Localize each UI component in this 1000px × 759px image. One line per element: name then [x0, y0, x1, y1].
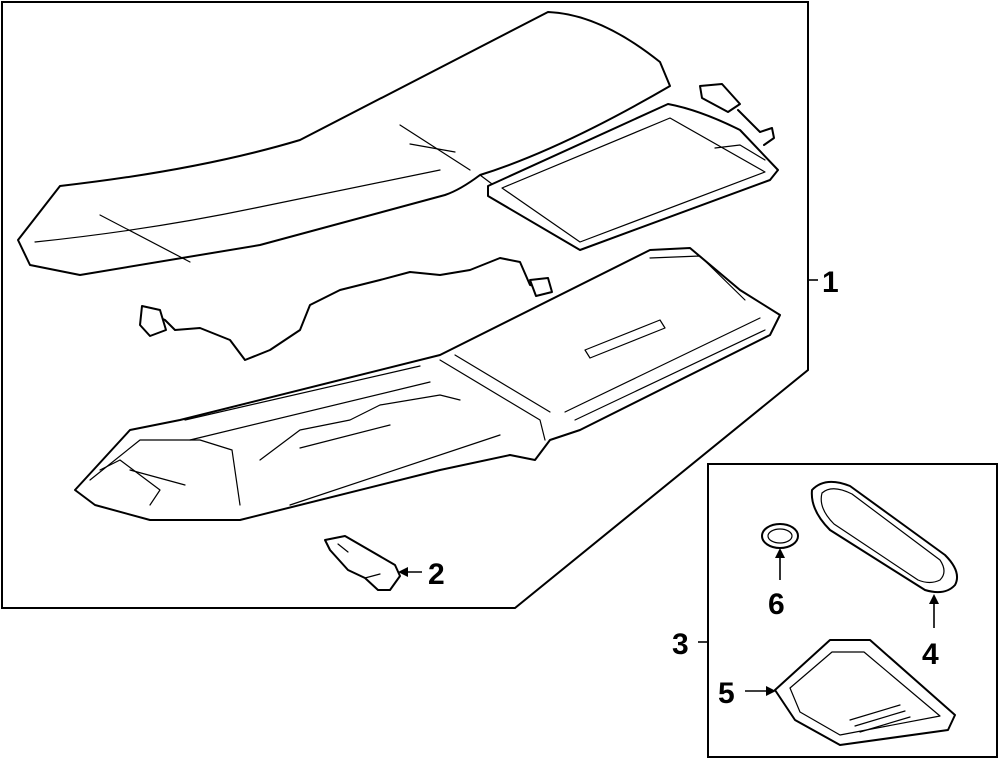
- lens-panel: [487, 103, 779, 251]
- callout-3: 3: [672, 628, 689, 661]
- callout-5: 5: [718, 677, 735, 710]
- subassembly-box: [707, 463, 998, 758]
- assembly-frame: [1, 1, 809, 609]
- harness-connector-right: [529, 277, 553, 297]
- arrowhead-2: [398, 567, 408, 577]
- lens-plate: [774, 639, 956, 746]
- callout-4: 4: [922, 638, 939, 671]
- connector-clip: [699, 83, 775, 146]
- harness-connector-left: [139, 305, 167, 337]
- callout-1: 1: [822, 266, 839, 299]
- arrowhead-5: [766, 686, 776, 696]
- callout-2: 2: [428, 558, 445, 591]
- wiring-harness: [147, 257, 546, 361]
- bracket: [324, 535, 401, 591]
- upper-trim-panel: [17, 11, 671, 276]
- lens-gasket: [810, 480, 958, 594]
- callout-6: 6: [768, 588, 785, 621]
- console-housing: [74, 247, 781, 521]
- arrowhead-6: [775, 548, 785, 558]
- arrowhead-4: [929, 594, 939, 604]
- cap: [761, 523, 799, 549]
